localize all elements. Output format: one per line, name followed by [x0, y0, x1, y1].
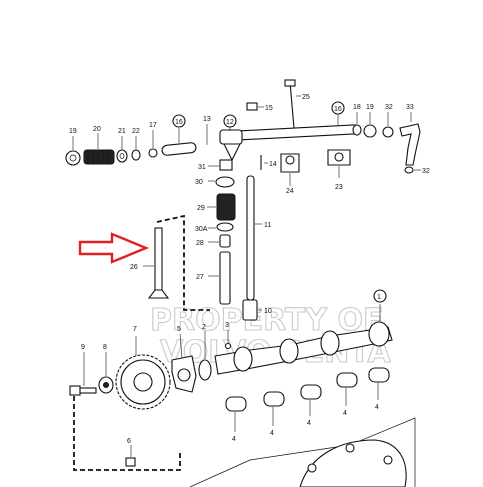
- label-31: 31: [198, 164, 206, 171]
- label-20: 20: [93, 126, 101, 133]
- label-4b: 4: [270, 430, 274, 437]
- part-20-spring: 20: [83, 126, 115, 165]
- label-4e: 4: [375, 404, 379, 411]
- label-4c: 4: [307, 420, 311, 427]
- part-30-retainer: 30: [195, 176, 235, 188]
- rocker-shaft: 12: [219, 114, 359, 162]
- label-13: 13: [203, 116, 211, 123]
- part-27-guide: 27: [196, 251, 231, 305]
- part-31-cap: 31: [198, 159, 233, 171]
- part-11-pushrod: 11: [246, 175, 271, 301]
- label-23: 23: [335, 184, 343, 191]
- label-30: 30: [195, 179, 203, 186]
- label-19b: 19: [366, 104, 374, 111]
- label-11: 11: [264, 222, 271, 229]
- part-16-tube: 16: [161, 114, 197, 156]
- part-24-support: 24: [280, 153, 300, 195]
- label-8: 8: [103, 344, 107, 351]
- part-22-ring: 22: [131, 128, 141, 161]
- red-arrow-icon: [78, 232, 150, 264]
- label-18: 18: [353, 104, 361, 111]
- part-19-right: 19: [363, 104, 377, 138]
- bearing-3: 4: [300, 384, 322, 427]
- label-24: 24: [286, 188, 294, 195]
- label-32: 32: [385, 104, 393, 111]
- label-15: 15: [265, 105, 273, 112]
- part-2-key: 2: [198, 324, 212, 381]
- label-26: 26: [130, 264, 138, 271]
- part-1-camshaft: 1: [214, 289, 393, 375]
- label-21: 21: [118, 128, 126, 135]
- part-18-ring: 18: [352, 104, 362, 136]
- part-16-right: 16: [331, 101, 345, 126]
- label-28: 28: [196, 240, 204, 247]
- part-15-nut: 15: [246, 102, 273, 112]
- label-27: 27: [196, 274, 204, 281]
- part-7-gear: 7: [115, 326, 171, 410]
- part-21-washer: 21: [116, 128, 128, 163]
- part-25-stud: 25: [284, 79, 310, 129]
- part-14-bolt: 14: [260, 155, 277, 170]
- part-30a-washer: 30A: [195, 222, 234, 233]
- part-13: 13: [203, 116, 211, 145]
- label-25: 25: [302, 94, 310, 101]
- label-5: 5: [177, 326, 181, 333]
- part-32-washer: 32: [382, 104, 394, 138]
- label-9: 9: [81, 344, 85, 351]
- label-3: 3: [225, 322, 229, 329]
- part-9-bolt: 9: [69, 344, 97, 396]
- engine-block-outline: [189, 417, 416, 487]
- bearing-5: 4: [368, 367, 390, 411]
- part-28-seal: 28: [196, 234, 231, 248]
- bearing-1: 4: [225, 396, 247, 443]
- label-33: 33: [406, 104, 414, 111]
- gear-dashed-link: [73, 396, 181, 471]
- part-29-spring: 29: [197, 193, 236, 221]
- label-2: 2: [202, 324, 206, 331]
- part-6-bolt: 6: [125, 438, 136, 467]
- label-22: 22: [132, 128, 140, 135]
- label-4d: 4: [343, 410, 347, 417]
- valve-dashed-link: [156, 214, 210, 311]
- part-4-bearings: 4 4 4 4 4: [225, 367, 390, 443]
- part-19-washer: 19: [65, 128, 81, 166]
- label-4a: 4: [232, 436, 236, 443]
- label-16b: 16: [334, 106, 342, 113]
- label-17: 17: [149, 122, 157, 129]
- part-10-tappet: 10: [242, 299, 272, 321]
- label-29: 29: [197, 205, 205, 212]
- label-10: 10: [264, 308, 272, 315]
- label-16: 16: [175, 119, 183, 126]
- part-26-valve: 26: [130, 227, 170, 299]
- watermark-line-1: PROPERTY OF: [150, 303, 383, 338]
- part-5-flange: 5: [171, 326, 197, 393]
- part-33-pipe: 33 32: [399, 104, 430, 175]
- label-32b: 32: [422, 168, 430, 175]
- part-3-pin: 3: [224, 322, 232, 350]
- label-1: 1: [377, 294, 381, 301]
- label-6: 6: [127, 438, 131, 445]
- label-30a: 30A: [195, 226, 208, 233]
- part-23-support: 23: [327, 149, 351, 191]
- label-7: 7: [133, 326, 137, 333]
- part-17-plug: 17: [148, 122, 158, 158]
- label-14: 14: [269, 161, 277, 168]
- bearing-4: 4: [336, 372, 358, 417]
- bearing-2: 4: [263, 391, 285, 437]
- label-12: 12: [226, 119, 234, 126]
- label-19: 19: [69, 128, 77, 135]
- part-8-washer: 8: [98, 344, 114, 394]
